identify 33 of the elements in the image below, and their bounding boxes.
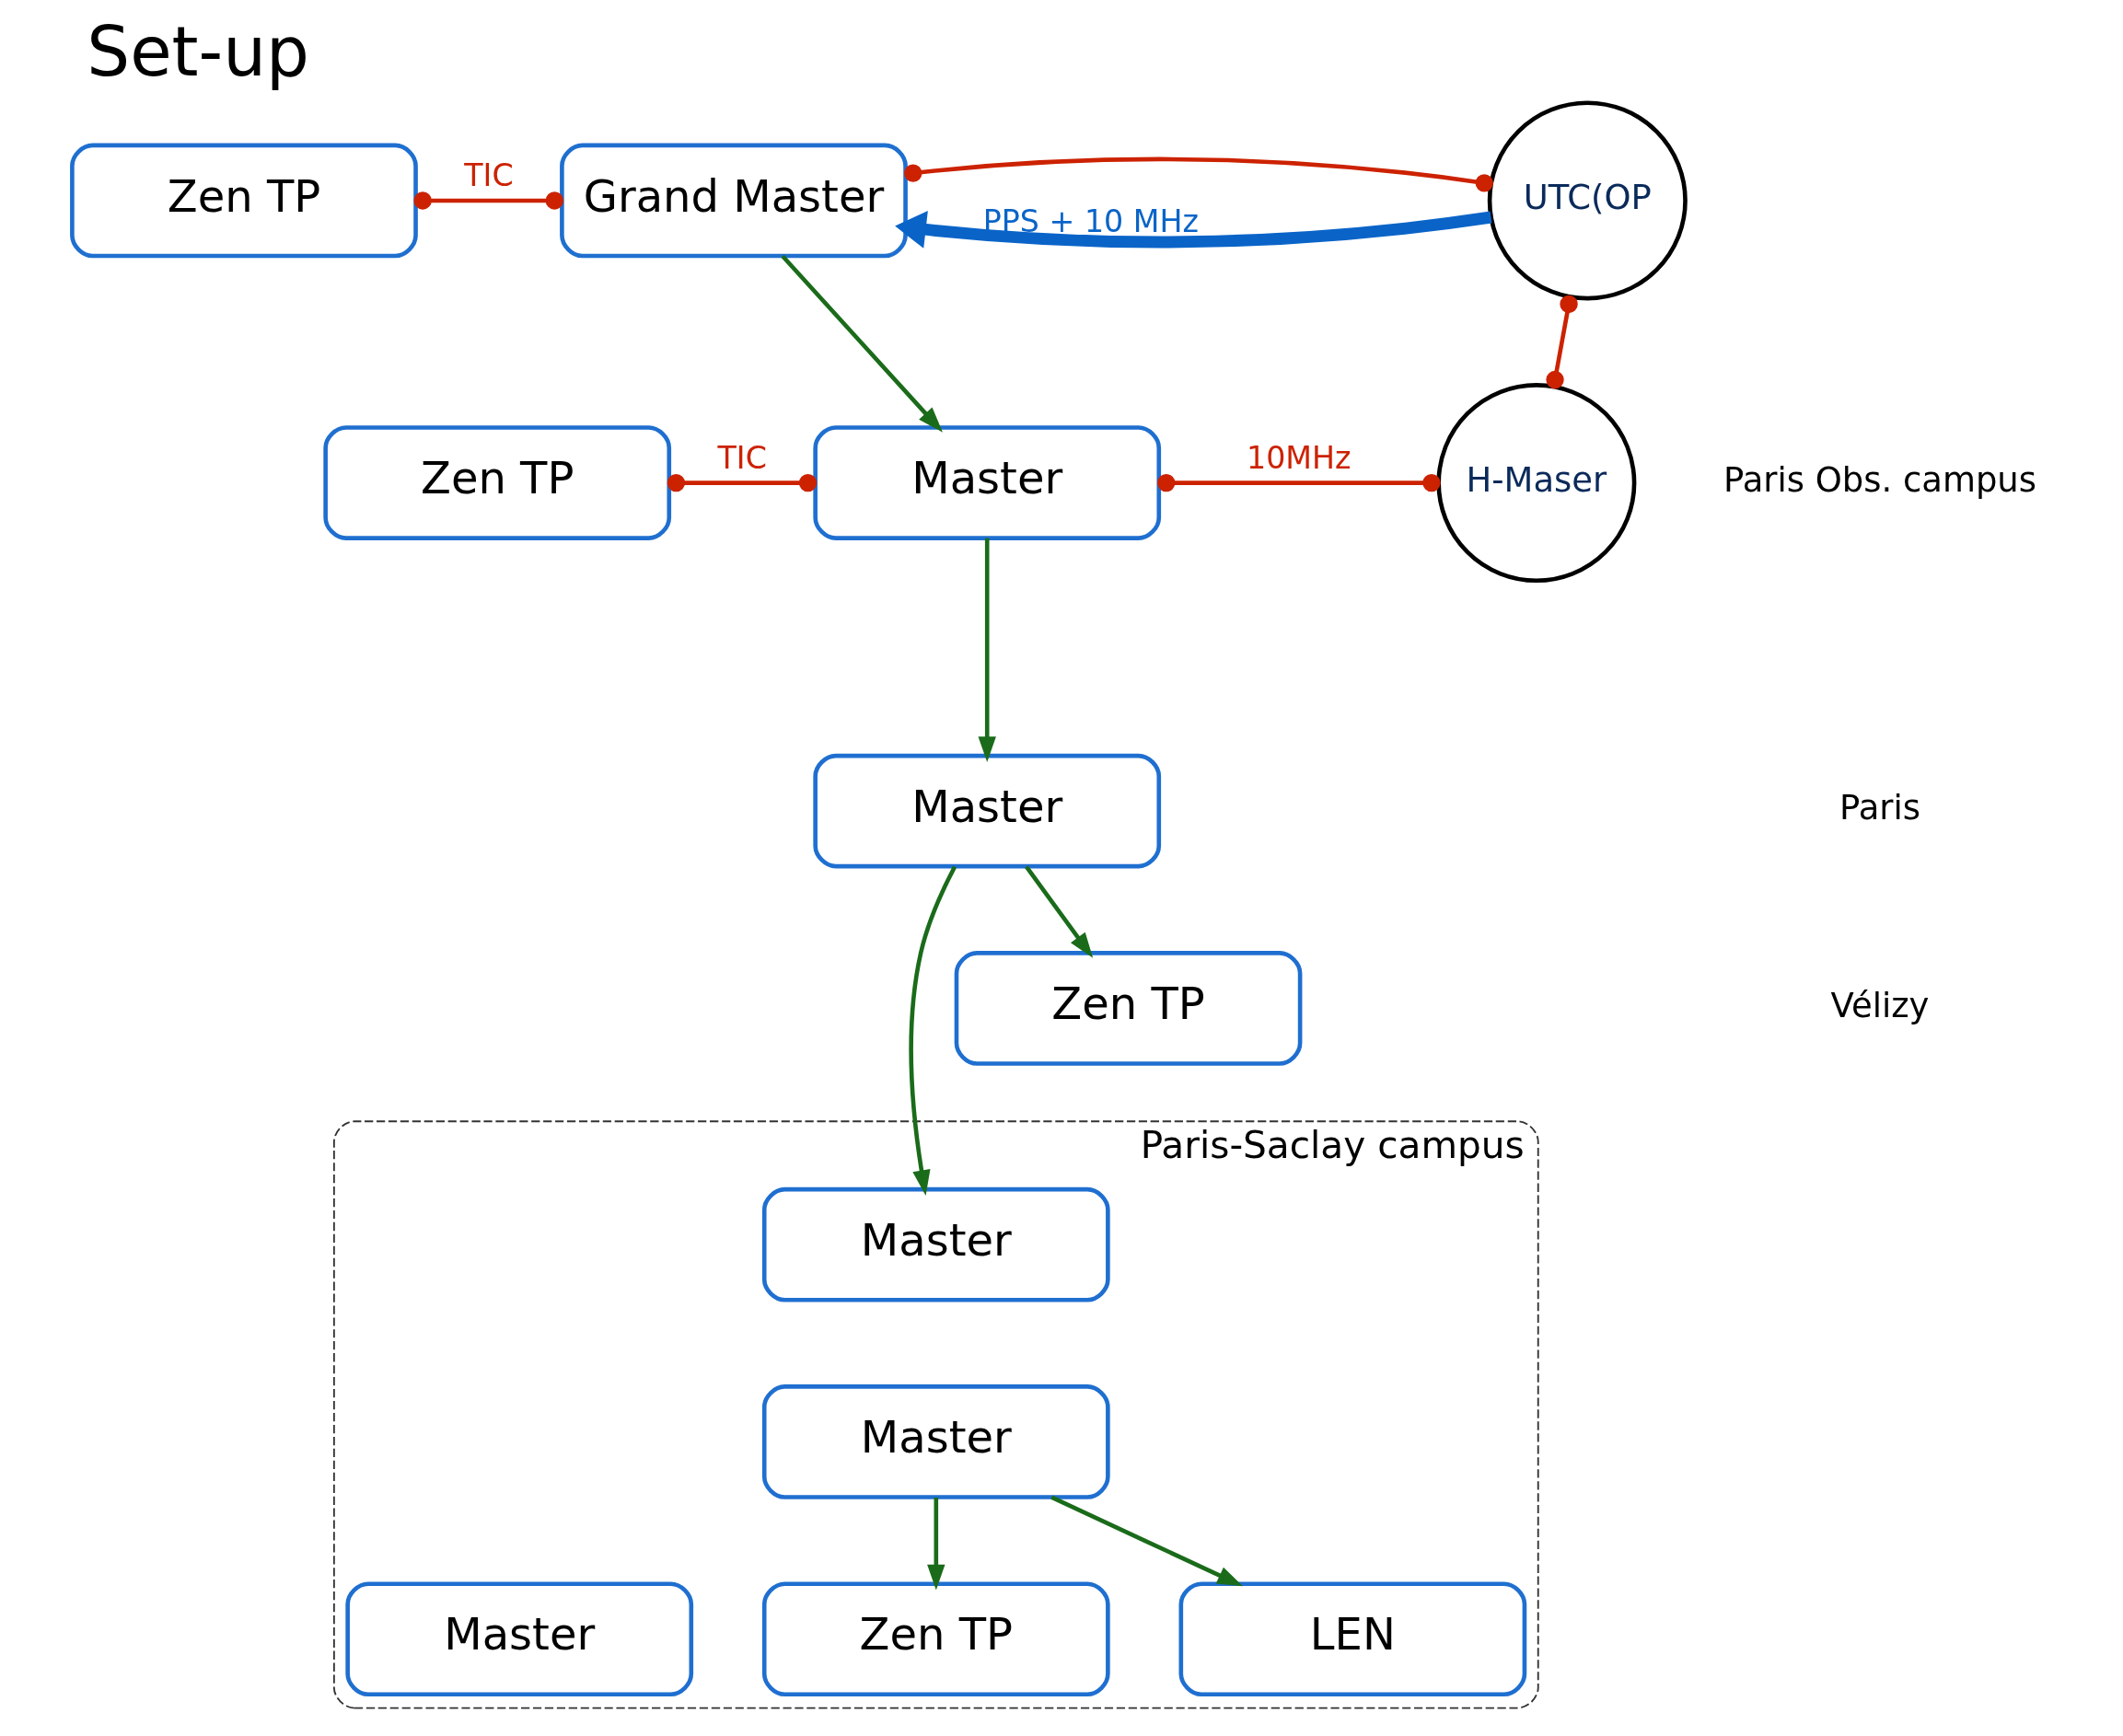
node-circle: H-Maser	[1435, 383, 1636, 584]
arrow	[926, 1497, 945, 1591]
diagram-title: Set-up	[86, 12, 309, 92]
node-box: Master	[761, 1186, 1110, 1302]
label: Vélizy	[1830, 985, 1929, 1025]
node-box: Master	[344, 1581, 693, 1697]
connector	[1545, 295, 1578, 389]
arrow	[1024, 865, 1093, 958]
connector	[1156, 473, 1441, 492]
connector	[412, 191, 563, 210]
node-box: Zen TP	[322, 425, 671, 540]
node-box: Zen TP	[761, 1581, 1110, 1697]
arrow	[909, 865, 957, 1196]
connector	[903, 156, 1493, 192]
arrow	[894, 210, 1491, 249]
node-box: Master	[761, 1384, 1110, 1499]
edge-label: 10MHz	[1246, 439, 1351, 476]
arrow	[780, 254, 943, 433]
node-box: Grand Master	[559, 143, 908, 259]
node-box: Zen TP	[954, 951, 1302, 1066]
label: Paris	[1839, 788, 1920, 828]
edge-label: PPS + 10 MHz	[982, 203, 1199, 240]
node-box: Master	[812, 425, 1161, 540]
node-box: Master	[812, 753, 1161, 869]
arrow	[1050, 1495, 1243, 1587]
label: Paris Obs. campus	[1723, 459, 2036, 500]
edge-label: TIC	[463, 157, 514, 194]
node-box: LEN	[1178, 1581, 1526, 1697]
node-circle: UTC(OP	[1487, 100, 1688, 301]
connector	[667, 473, 817, 492]
edge-label: TIC	[717, 439, 767, 476]
arrow	[978, 538, 996, 762]
node-box: Zen TP	[69, 143, 418, 259]
